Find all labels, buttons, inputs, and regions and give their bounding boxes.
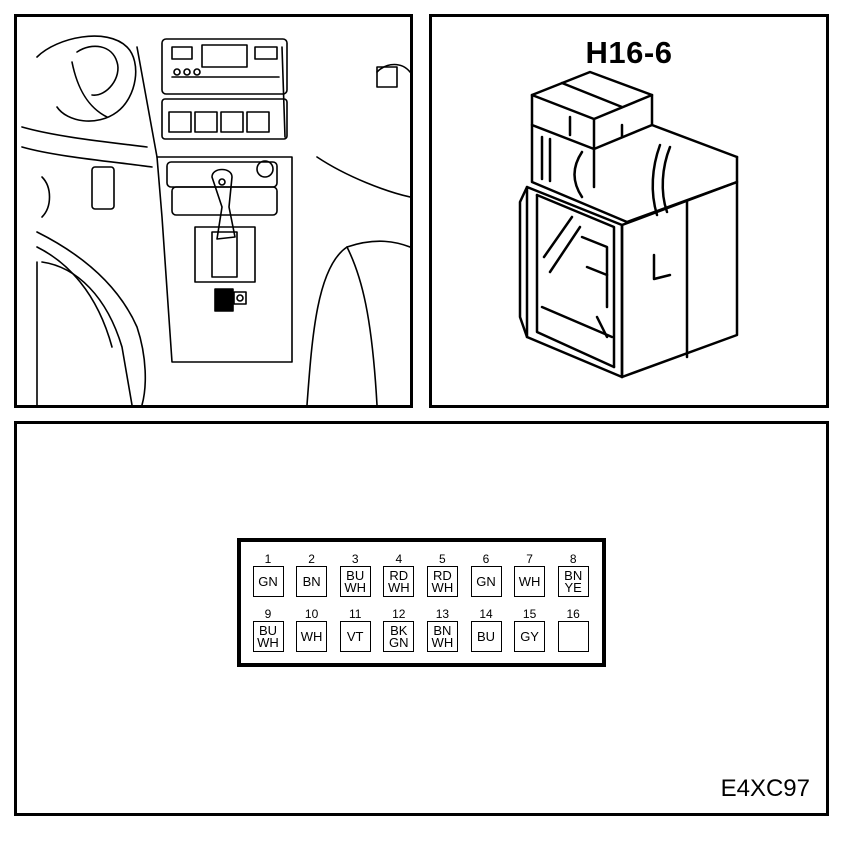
pin-wire-color: BU xyxy=(470,621,502,652)
wire-color-code: WH xyxy=(300,628,323,644)
pin-number: 13 xyxy=(435,607,450,621)
pin-number: 10 xyxy=(304,607,319,621)
pin-number: 15 xyxy=(522,607,537,621)
connector-housing-illustration xyxy=(518,70,739,379)
wire-color-code: GN xyxy=(476,573,496,589)
wire-color-code: RD xyxy=(389,567,409,583)
wire-color-code: BU xyxy=(346,567,365,583)
wire-color-code: WH xyxy=(387,579,410,595)
pin-16: 16 xyxy=(554,608,592,652)
pin-number: 2 xyxy=(308,552,315,566)
wire-color-code: GY xyxy=(520,628,539,644)
pin-number: 16 xyxy=(566,607,580,621)
wire-color-code: WH xyxy=(431,579,454,595)
drawing-code: E4XC97 xyxy=(720,775,810,802)
wire-color-code: BN xyxy=(302,573,321,589)
wire-color-code: WH xyxy=(257,634,279,650)
pin-number: 6 xyxy=(482,552,490,566)
wire-color-code: BN xyxy=(564,567,583,583)
pin-number: 5 xyxy=(439,552,446,566)
pin-wire-color: VT xyxy=(339,621,371,652)
pin-number: 9 xyxy=(264,607,272,621)
pin-number: 4 xyxy=(395,552,403,566)
location-illustration-panel xyxy=(14,14,413,408)
connector-id-title: H16-6 xyxy=(585,35,673,70)
pin-number: 1 xyxy=(264,552,272,566)
pin-wire-color: GY xyxy=(514,621,546,652)
pin-wire-color xyxy=(557,621,589,652)
center-console-illustration xyxy=(21,35,410,405)
pin-wire-color: WH xyxy=(514,566,546,597)
wire-color-code: WH xyxy=(518,573,541,589)
pin-wire-color: GN xyxy=(252,566,284,597)
wire-color-code: BU xyxy=(258,622,278,638)
wire-color-code: BU xyxy=(476,628,496,644)
wire-color-code: RD xyxy=(433,567,452,583)
wire-color-code: BN xyxy=(433,622,452,638)
pin-number: 11 xyxy=(348,607,362,621)
pin-number: 12 xyxy=(392,607,406,621)
wire-color-code: WH xyxy=(344,579,367,595)
wire-color-code: GN xyxy=(258,573,278,589)
wire-color-code: BK xyxy=(390,622,408,638)
wire-color-code: YE xyxy=(564,579,582,595)
connector-illustration-panel: H16-6 xyxy=(429,14,829,408)
wire-color-code: WH xyxy=(431,634,454,650)
wire-color-code: GN xyxy=(389,634,409,650)
pin-number: 3 xyxy=(351,552,359,566)
pin-number: 7 xyxy=(526,552,533,566)
pin-number: 8 xyxy=(569,552,577,566)
pin-wire-color: WH xyxy=(296,621,328,652)
pin-wire-color: BN xyxy=(296,566,328,597)
pin-number: 14 xyxy=(479,607,493,621)
wire-color-code: VT xyxy=(346,628,364,644)
pin-wire-color: GN xyxy=(470,566,502,597)
